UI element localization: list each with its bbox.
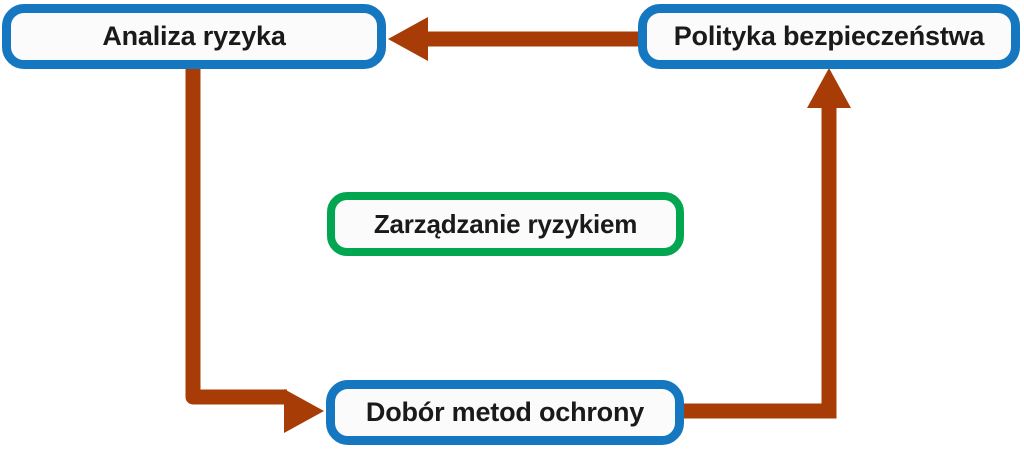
node-polityka-bezpieczenstwa[interactable]: Polityka bezpieczeństwa	[638, 4, 1020, 69]
node-dobor-metod-ochrony[interactable]: Dobór metod ochrony	[326, 380, 684, 445]
node-zarzadzanie-ryzykiem[interactable]: Zarządzanie ryzykiem	[327, 192, 684, 256]
connector-polityka-to-analiza	[388, 17, 640, 61]
node-dobor-metod-ochrony-label: Dobór metod ochrony	[365, 397, 645, 427]
node-analiza-ryzyka[interactable]: Analiza ryzyka	[2, 4, 386, 69]
connector-analiza-to-dobor	[185, 69, 324, 433]
node-analiza-ryzyka-label: Analiza ryzyka	[102, 21, 286, 51]
node-zarzadzanie-ryzykiem-label: Zarządzanie ryzykiem	[373, 208, 638, 239]
connector-dobor-to-polityka	[684, 68, 851, 419]
node-polityka-bezpieczenstwa-label: Polityka bezpieczeństwa	[673, 21, 985, 51]
